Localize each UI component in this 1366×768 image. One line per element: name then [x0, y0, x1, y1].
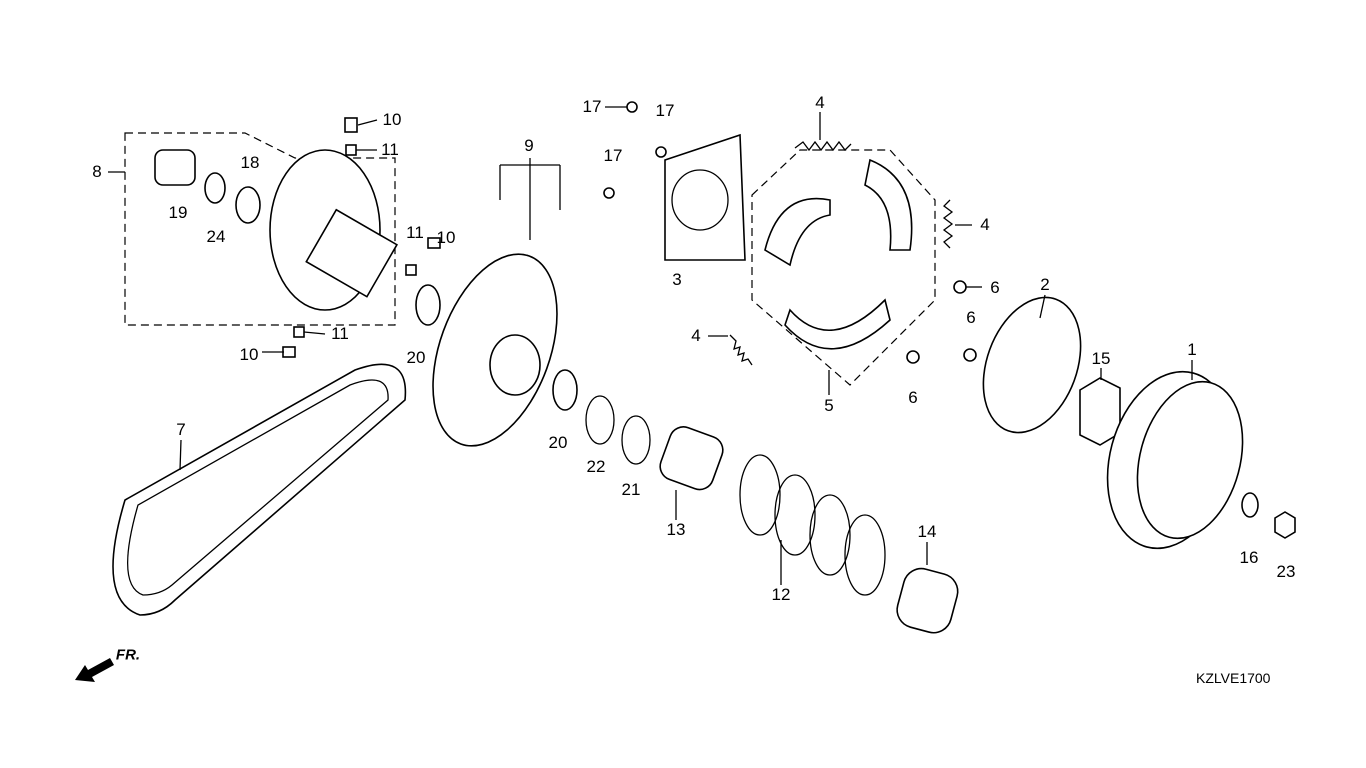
callout-22: 22	[586, 457, 606, 476]
callout-12: 12	[771, 585, 791, 604]
front-direction-label: FR.	[115, 646, 141, 664]
callout-4: 4	[980, 215, 990, 234]
callout-6: 6	[908, 388, 918, 407]
callout-6: 6	[966, 308, 976, 327]
callout-6: 6	[990, 278, 1000, 297]
callout-17: 17	[582, 97, 602, 116]
bearing-18	[235, 186, 261, 224]
callout-10: 10	[239, 345, 259, 364]
callout-15: 15	[1091, 349, 1111, 368]
driven-spring	[739, 454, 886, 596]
callout-11: 11	[406, 223, 424, 242]
callout-23: 23	[1276, 562, 1296, 581]
callout-20: 20	[548, 433, 568, 452]
callout-8: 8	[92, 162, 102, 181]
clutch-shoe	[764, 197, 831, 267]
callout-17: 17	[655, 101, 675, 120]
drive-plate	[982, 296, 1082, 434]
callout-11: 11	[331, 324, 349, 343]
leader-lines	[179, 106, 1193, 585]
callout-1: 1	[1187, 340, 1197, 359]
callout-10: 10	[382, 110, 402, 129]
callout-20: 20	[406, 348, 426, 367]
clutch-spring	[794, 140, 852, 152]
callout-10: 10	[436, 228, 456, 247]
group-8-bracket	[124, 132, 396, 326]
callout-2: 2	[1040, 275, 1050, 294]
callout-7: 7	[176, 420, 186, 439]
needle-bearing	[154, 149, 196, 186]
callout-18: 18	[240, 153, 260, 172]
callout-9: 9	[524, 136, 534, 155]
callout-19: 19	[168, 203, 188, 222]
lock-nut	[1079, 377, 1121, 446]
callout-21: 21	[621, 480, 641, 499]
callout-3: 3	[672, 270, 682, 289]
callout-4: 4	[691, 326, 701, 345]
drive-belt	[112, 363, 407, 616]
callout-5: 5	[824, 396, 834, 415]
callout-17: 17	[603, 146, 623, 165]
callout-13: 13	[666, 520, 686, 539]
callout-14: 14	[917, 522, 937, 541]
callout-4: 4	[815, 93, 825, 112]
callout-16: 16	[1239, 548, 1259, 567]
callout-24: 24	[206, 227, 226, 246]
callout-11: 11	[381, 140, 399, 159]
clutch-plate	[664, 133, 746, 261]
collar	[659, 426, 724, 491]
seal-cap	[896, 567, 959, 634]
front-direction-arrow	[75, 658, 114, 682]
diagram-code: KZLVE1700	[1196, 670, 1271, 686]
group-5-bracket	[751, 149, 936, 386]
